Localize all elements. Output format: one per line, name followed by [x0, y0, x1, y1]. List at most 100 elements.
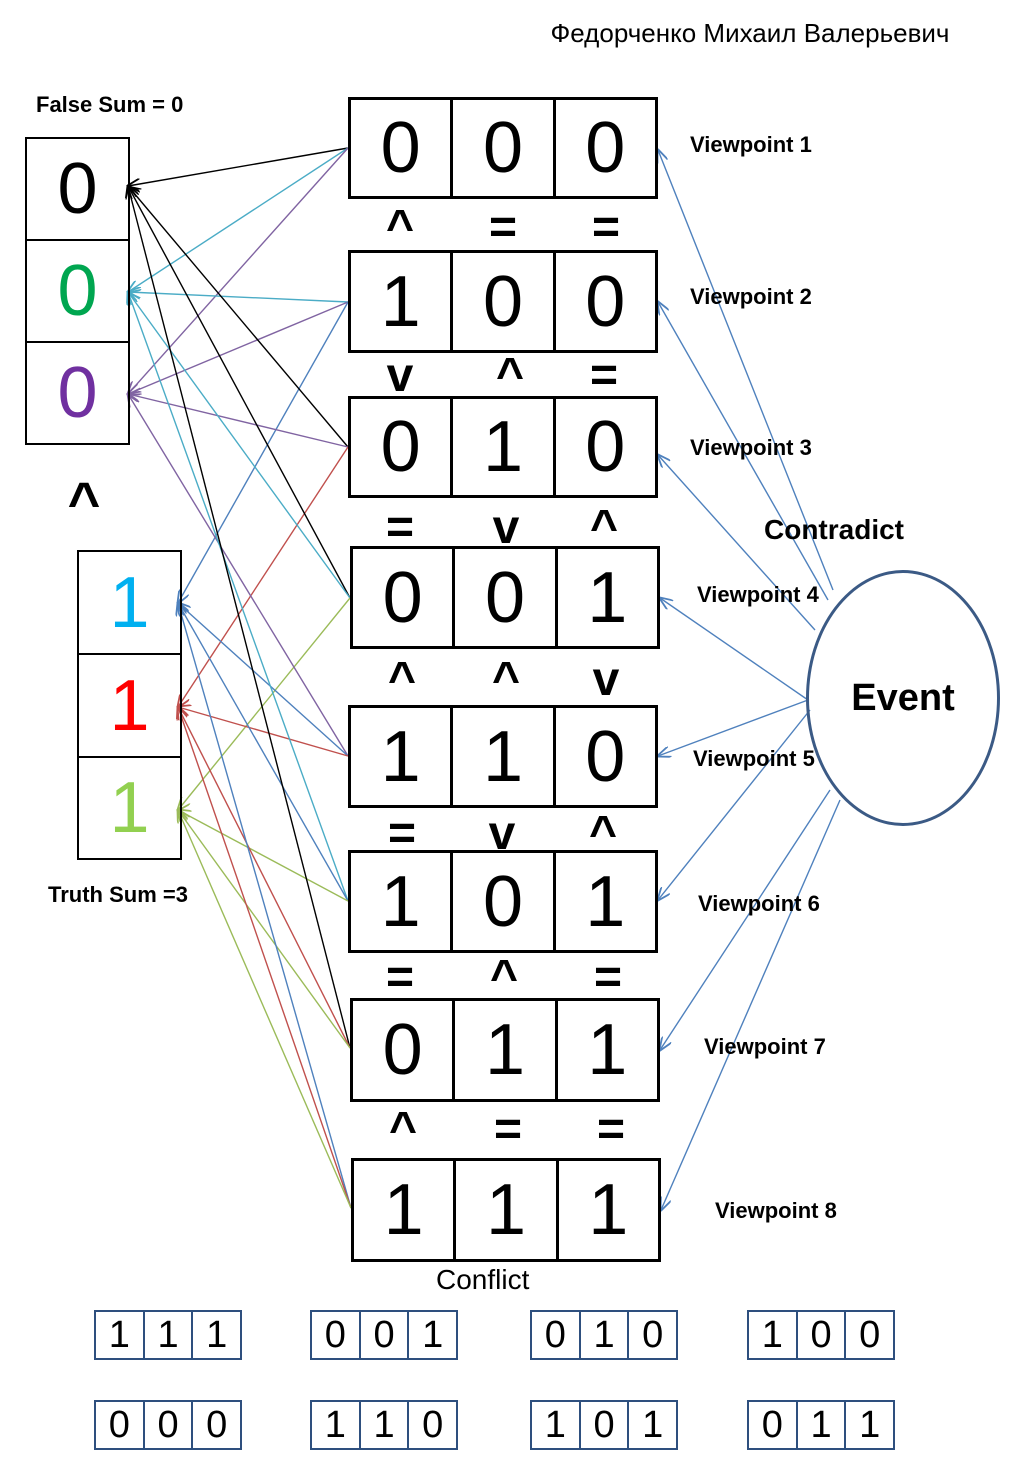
bit-cell: 1 [456, 1161, 559, 1259]
link-arrow [128, 301, 349, 394]
bit-cell: 1 [581, 1312, 630, 1358]
link-arrow [178, 603, 352, 1209]
truth-column: 1 1 1 [77, 550, 182, 860]
bit-cell: 0 [749, 1402, 798, 1448]
contradict-label: Contradict [764, 514, 904, 545]
bit-cell: 1 [96, 1312, 145, 1358]
viewpoint-row-5: 1 1 0 [348, 705, 658, 808]
relation: ^ [388, 1103, 418, 1156]
relation: = [493, 1103, 523, 1156]
conflict-label: Conflict [436, 1264, 530, 1295]
conflict-set: 1 0 0 [747, 1310, 895, 1360]
relation: ^ [489, 951, 519, 1004]
bit-cell: 0 [206, 1403, 228, 1446]
event-arrow [658, 709, 811, 900]
bit-cell: 0 [581, 1402, 630, 1448]
viewpoint-label-8: Viewpoint 8 [715, 1198, 837, 1223]
link-arrow [178, 707, 352, 1209]
relation: ^ [387, 653, 417, 706]
relation: ^ [588, 807, 618, 860]
bit-cell: 0 [585, 407, 626, 487]
relation: ^ [491, 653, 521, 706]
truth-cell-2: 1 [79, 655, 180, 758]
conflict-set: 0 0 1 [310, 1310, 458, 1360]
bit-cell: 1 [642, 1403, 664, 1446]
relation: ^ [385, 201, 415, 254]
relation: ^ [589, 501, 619, 554]
relation: = [589, 349, 619, 402]
bit-cell: 1 [354, 1161, 457, 1259]
link-arrow [128, 186, 349, 448]
link-arrow [128, 394, 349, 448]
bit-cell: 0 [585, 261, 626, 342]
link-arrow [178, 707, 349, 757]
author-name: Федорченко Михаил Валерьевич [550, 18, 950, 48]
link-arrow [178, 810, 352, 1209]
event-arrow [661, 799, 841, 1210]
bit-cell: 0 [351, 100, 454, 196]
false-sum-label: False Sum = 0 [36, 92, 184, 117]
bit-cell: 0 [361, 1312, 410, 1358]
bit-cell: 1 [587, 557, 628, 638]
relation: = [387, 807, 417, 860]
bit-cell: 0 [532, 1312, 581, 1358]
relation: = [385, 501, 415, 554]
bit-cell: 0 [585, 108, 626, 188]
bit-cell: 1 [585, 861, 626, 942]
bit-cell: 1 [859, 1403, 881, 1446]
viewpoint-label-1: Viewpoint 1 [690, 132, 812, 157]
false-truth-relation: ^ [67, 470, 101, 533]
relation: v [488, 807, 516, 860]
bit-cell: 1 [587, 1010, 628, 1090]
viewpoint-row-7: 0 1 1 [350, 998, 660, 1102]
link-arrow [178, 603, 349, 757]
false-cell-1: 0 [27, 139, 128, 241]
viewpoint-row-6: 1 0 1 [348, 850, 658, 953]
bit-cell: 1 [749, 1312, 798, 1358]
relation: = [385, 951, 415, 1004]
bit-cell: 0 [455, 549, 558, 646]
event-arrow [660, 789, 831, 1050]
link-arrow [178, 301, 349, 603]
bit-cell: 1 [453, 399, 556, 495]
bit-cell: 1 [351, 253, 454, 350]
false-cell-2: 0 [27, 241, 128, 343]
bit-cell: 1 [351, 708, 454, 805]
viewpoint-label-2: Viewpoint 2 [690, 284, 812, 309]
truth-sum-label: Truth Sum =3 [48, 882, 188, 907]
bit-cell: 0 [453, 253, 556, 350]
bit-cell: 1 [206, 1313, 228, 1356]
bit-cell: 1 [361, 1402, 410, 1448]
bit-cell: 1 [312, 1402, 361, 1448]
relation: ^ [495, 349, 525, 402]
bit-cell: 0 [859, 1313, 881, 1356]
bit-cell: 0 [353, 1001, 456, 1099]
conflict-set: 1 0 1 [530, 1400, 678, 1450]
bit-cell: 1 [145, 1312, 194, 1358]
viewpoint-row-1: 0 0 0 [348, 97, 658, 199]
link-arrow [178, 597, 351, 810]
link-arrow [128, 147, 349, 394]
link-arrow [178, 603, 349, 902]
bit-cell: 0 [145, 1402, 194, 1448]
link-arrow [178, 810, 349, 902]
relation: = [596, 1103, 626, 1156]
false-column: 0 0 0 [25, 137, 130, 445]
bit-cell: 0 [453, 853, 556, 950]
viewpoint-label-3: Viewpoint 3 [690, 435, 812, 460]
link-arrow [178, 810, 351, 1049]
viewpoint-row-4: 0 0 1 [350, 546, 660, 649]
link-arrow [128, 186, 351, 599]
relation: = [488, 201, 518, 254]
event-arrow [660, 598, 809, 701]
viewpoint-row-2: 1 0 0 [348, 250, 658, 353]
bit-cell: 0 [351, 399, 454, 495]
bit-cell: 0 [585, 716, 626, 797]
conflict-set: 0 1 0 [530, 1310, 678, 1360]
viewpoint-label-4: Viewpoint 4 [697, 582, 819, 607]
conflict-set: 0 1 1 [747, 1400, 895, 1450]
conflict-set: 1 1 0 [310, 1400, 458, 1450]
truth-cell-3: 1 [109, 768, 150, 848]
bit-cell: 1 [532, 1402, 581, 1448]
viewpoint-row-3: 0 1 0 [348, 396, 658, 498]
